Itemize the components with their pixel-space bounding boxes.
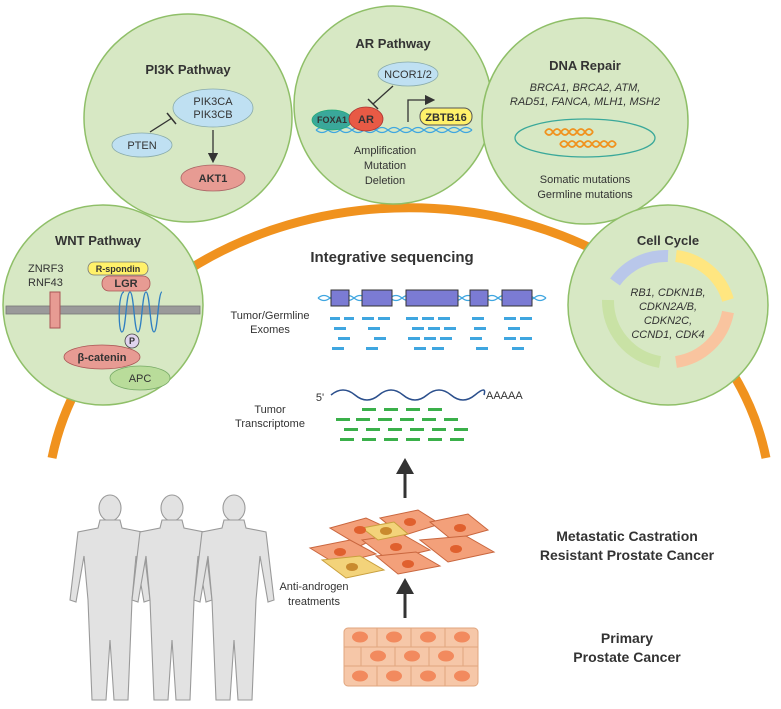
exon-block [501,289,533,307]
inhibition-line [149,117,173,133]
dna-strand [315,126,473,134]
inhibition-bar [367,98,379,110]
transcriptome-label-line1: Tumor [254,404,286,416]
wnt-title: WNT Pathway [55,233,142,248]
pi3k-pathway-circle: PI3K Pathway PIK3CA PIK3CB PTEN AKT1 [83,13,293,223]
zbtb16-label: ZBTB16 [425,112,467,124]
rspondin-label: R-spondin [96,264,141,274]
cell-cycle-circle: Cell Cycle RB1, CDKN1B, CDKN2A/B, CDKN2C… [567,204,769,406]
dna-repair-circle: DNA Repair BRCA1, BRCA2, ATM, RAD51, FAN… [481,17,689,225]
znrf3-label: ZNRF3 [28,263,63,275]
dna-somatic-label: Somatic mutations [540,174,631,186]
human-silhouettes [69,494,275,701]
pi3k-title: PI3K Pathway [145,62,231,77]
primary-label-line2: Prostate Cancer [573,649,681,665]
transcriptome-reads [336,408,468,441]
rspondin-node [87,261,149,276]
dna-segment [559,140,617,148]
transcription-arrow [407,94,436,122]
exomes-label-line2: Exomes [250,324,290,336]
primary-label-line1: Primary [601,630,653,646]
exomes-label-line1: Tumor/Germline [230,310,309,322]
foxa1-label: FOXA1 [317,115,347,125]
mcrpc-label-line1: Metastatic Castration [556,528,698,544]
cycle-arc-green [601,299,662,368]
exon-block [469,289,489,307]
lgr-label: LGR [114,278,137,290]
pten-node [111,132,173,158]
rnf43-label: RNF43 [28,277,63,289]
dna-germline-label: Germline mutations [537,189,633,201]
exon-block [330,289,350,307]
cell-cycle-genes-line2: CDKN2A/B, [639,301,697,313]
akt1-label: AKT1 [199,173,228,185]
akt1-node [180,164,246,192]
phosphate-node [124,333,140,349]
pten-label: PTEN [127,140,156,152]
ncor-node [377,61,439,87]
ar-line-amplification: Amplification [354,145,416,157]
beta-catenin-node [63,344,141,370]
upward-arrow-head [396,458,414,474]
beta-catenin-label: β-catenin [78,352,127,364]
dna-genes-line2: RAD51, FANCA, MLH1, MSH2 [510,96,660,108]
anti-androgen-label-line2: treatments [288,596,340,608]
ar-label: AR [358,114,374,126]
dna-segment [544,128,594,136]
polya-label: AAAAA [486,390,523,402]
dna-lesion-outline [514,118,656,158]
wnt-pathway-circle: WNT Pathway ZNRF3 RNF43 R-spondin LGR P … [2,204,204,406]
ncor-label: NCOR1/2 [384,69,432,81]
human-figure [193,494,275,701]
anti-androgen-label-line1: Anti-androgen [279,581,348,593]
inhibition-bar [166,112,177,125]
mrna-strand [330,389,486,401]
exon-block [361,289,393,307]
ar-line-deletion: Deletion [365,175,405,187]
transcriptome-label-line2: Transcriptome [235,418,305,430]
phosphate-label: P [129,336,135,346]
dna-segment [559,140,617,148]
cell-cycle-genes-line4: CCND1, CDK4 [631,329,704,341]
apc-label: APC [129,373,152,385]
cycle-arc-blue [610,249,669,286]
dna-repair-title: DNA Repair [549,58,621,73]
pik3-node [172,88,254,128]
gene-model [317,289,547,307]
ar-pathway-circle: AR Pathway NCOR1/2 FOXA1 AR ZBTB16 Ampli… [293,5,493,205]
apc-node [109,365,171,391]
lgr-transmembrane [118,291,163,333]
exon-block [405,289,459,307]
ar-line-mutation: Mutation [364,160,406,172]
zbtb16-node [419,107,473,126]
upward-arrow-head [396,578,414,594]
five-prime-label: 5' [316,392,324,404]
lgr-node [101,275,151,292]
inhibition-line [372,85,394,105]
pik3cb-label: PIK3CB [193,109,232,121]
dna-genes-line1: BRCA1, BRCA2, ATM, [530,82,641,94]
cycle-arc-orange [674,310,734,368]
cycle-arc-yellow [675,250,734,302]
ar-title: AR Pathway [355,36,431,51]
cell-membrane [5,305,201,315]
integrative-sequencing-heading: Integrative sequencing [310,249,473,266]
mcrpc-label-line2: Resistant Prostate Cancer [540,547,715,563]
cell-cycle-genes-line1: RB1, CDKN1B, [630,287,705,299]
metastatic-cell-cluster [308,509,496,579]
cell-cycle-genes-line3: CDKN2C, [644,315,692,327]
exome-reads [330,317,532,350]
ar-node [348,106,384,132]
cell-cycle-title: Cell Cycle [637,233,699,248]
znrf3-receptor [49,291,61,329]
pik3ca-label: PIK3CA [193,96,233,108]
primary-cell-cluster [343,627,479,687]
human-figure [69,494,151,701]
